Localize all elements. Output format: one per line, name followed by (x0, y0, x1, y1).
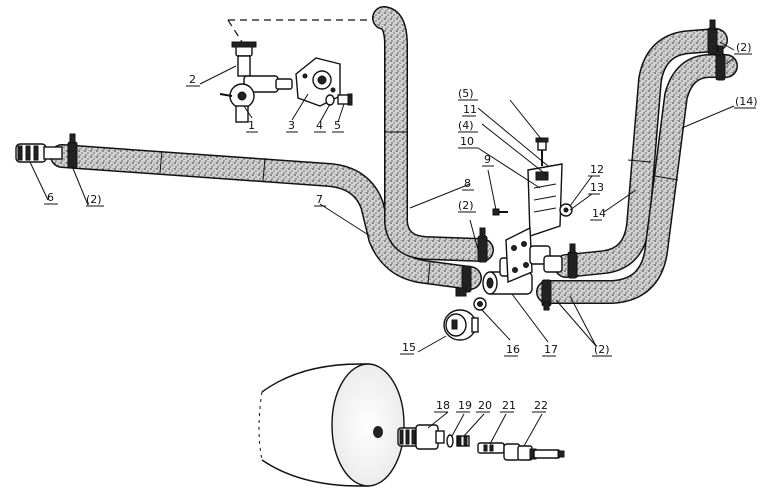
part-22 (503, 443, 565, 461)
label-14: 14 (592, 207, 606, 220)
washer-19 (446, 434, 454, 448)
label-11: 11 (463, 103, 477, 116)
label-15: 15 (402, 341, 416, 354)
label-4-bracket: (4) (458, 119, 474, 132)
hose-14-lower (536, 54, 738, 304)
label-10: 10 (460, 135, 474, 148)
label-9: 9 (484, 153, 491, 166)
label-6: 6 (47, 191, 54, 204)
clamp-center-lower (455, 265, 472, 297)
bolt-11 (535, 137, 549, 166)
clamp-top-right-2 (715, 45, 726, 81)
label-2-center: (2) (458, 199, 474, 212)
washer-16 (473, 297, 487, 311)
label-2-left: (2) (86, 193, 102, 206)
fitting-6 (15, 143, 63, 163)
clamp-top-right-1 (707, 19, 718, 55)
valve-assembly (219, 41, 293, 123)
label-underlines (44, 53, 756, 413)
label-5-bolt: (5) (458, 87, 474, 100)
bracket-10 (527, 163, 563, 237)
label-20: 20 (478, 399, 492, 412)
label-2-top-right: (2) (736, 41, 752, 54)
washer-4 (325, 94, 335, 106)
label-22: 22 (534, 399, 548, 412)
label-8: 8 (464, 177, 471, 190)
clamp-right-lower (541, 279, 552, 311)
label-1: 1 (248, 119, 255, 132)
label-2-bottom: (2) (594, 343, 610, 356)
leader-lines (29, 41, 735, 447)
bolt-9 (492, 208, 508, 216)
clamp-left (67, 133, 78, 169)
clamp-center-upper (477, 227, 488, 263)
fitting-18 (397, 424, 445, 450)
label-2: 2 (189, 73, 196, 86)
label-7: 7 (316, 193, 323, 206)
nut-12 (559, 203, 573, 217)
flange-3 (295, 57, 341, 107)
label-4: 4 (316, 119, 323, 132)
hose-14 (554, 28, 728, 278)
hose-7 (50, 144, 482, 290)
label-21: 21 (502, 399, 516, 412)
label-13: 13 (590, 181, 604, 194)
clamp-right-upper (567, 243, 578, 279)
label-5: 5 (334, 119, 341, 132)
part-labels: 1 2 3 4 5 6 (2) 7 8 9 (2) 10 (4) 11 (5) … (47, 41, 758, 412)
mounting-plate (505, 226, 563, 284)
label-3: 3 (288, 119, 295, 132)
label-19: 19 (458, 399, 472, 412)
gauge-15 (443, 309, 479, 341)
nipple-20 (456, 435, 470, 447)
dashed-connector (227, 19, 372, 43)
hose-8 (372, 6, 494, 262)
label-18: 18 (436, 399, 450, 412)
label-14-paren: (14) (735, 95, 758, 108)
tank-drum (258, 363, 405, 487)
label-12: 12 (590, 163, 604, 176)
bolt-5 (337, 93, 353, 106)
label-17: 17 (544, 343, 558, 356)
label-16: 16 (506, 343, 520, 356)
part-21 (477, 442, 505, 454)
